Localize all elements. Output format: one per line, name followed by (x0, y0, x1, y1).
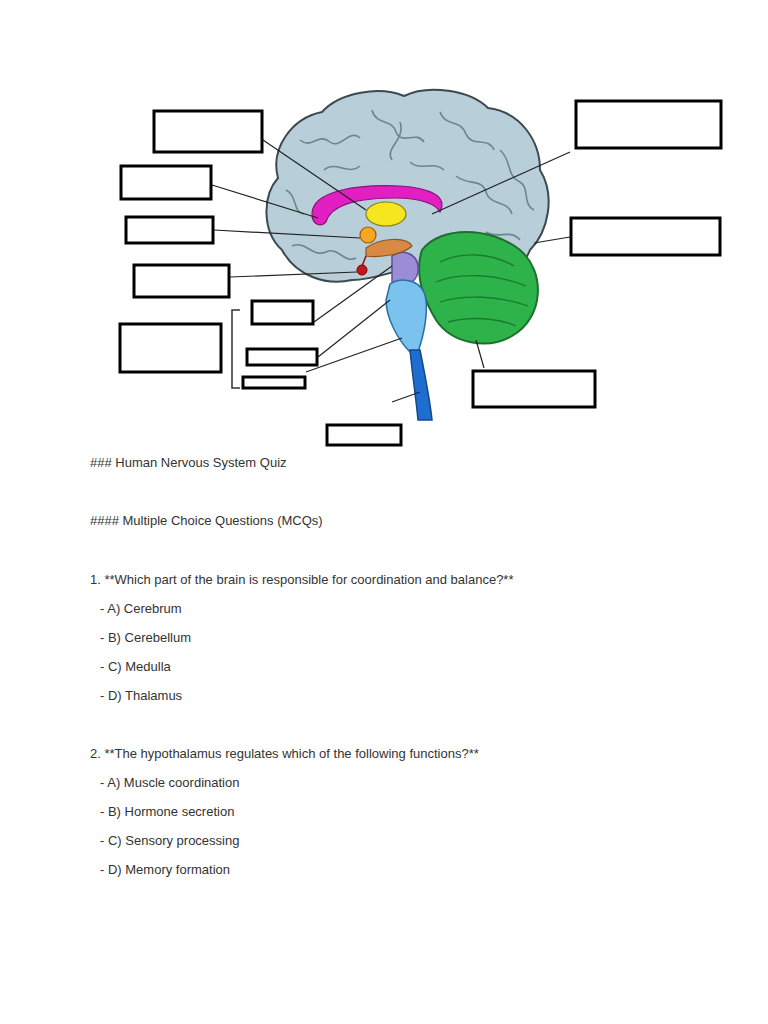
question: 2. **The hypothalamus regulates which of… (90, 746, 479, 762)
answer-option: - B) Hormone secretion (100, 804, 234, 820)
answer-option: - A) Cerebrum (100, 601, 182, 617)
answer-option: - D) Memory formation (100, 862, 230, 878)
pituitary (357, 265, 367, 275)
spinal-cord (410, 350, 432, 420)
quiz-title: ### Human Nervous System Quiz (90, 455, 287, 471)
question: 1. **Which part of the brain is responsi… (90, 572, 513, 588)
answer-option: - B) Cerebellum (100, 630, 191, 646)
answer-option: - A) Muscle coordination (100, 775, 239, 791)
pituitary-stalk (362, 256, 366, 266)
answer-option: - C) Sensory processing (100, 833, 239, 849)
cerebellum-folia (436, 255, 528, 326)
blank-label-boxes (120, 101, 721, 445)
thalamus (366, 202, 406, 226)
answer-option: - D) Thalamus (100, 688, 182, 704)
hypothalamus (366, 239, 412, 256)
orange-structure (360, 227, 376, 243)
bracket (232, 310, 240, 388)
section-heading: #### Multiple Choice Questions (MCQs) (90, 513, 323, 529)
leader-lines (212, 140, 570, 402)
answer-option: - C) Medulla (100, 659, 171, 675)
cerebellum (419, 232, 538, 343)
